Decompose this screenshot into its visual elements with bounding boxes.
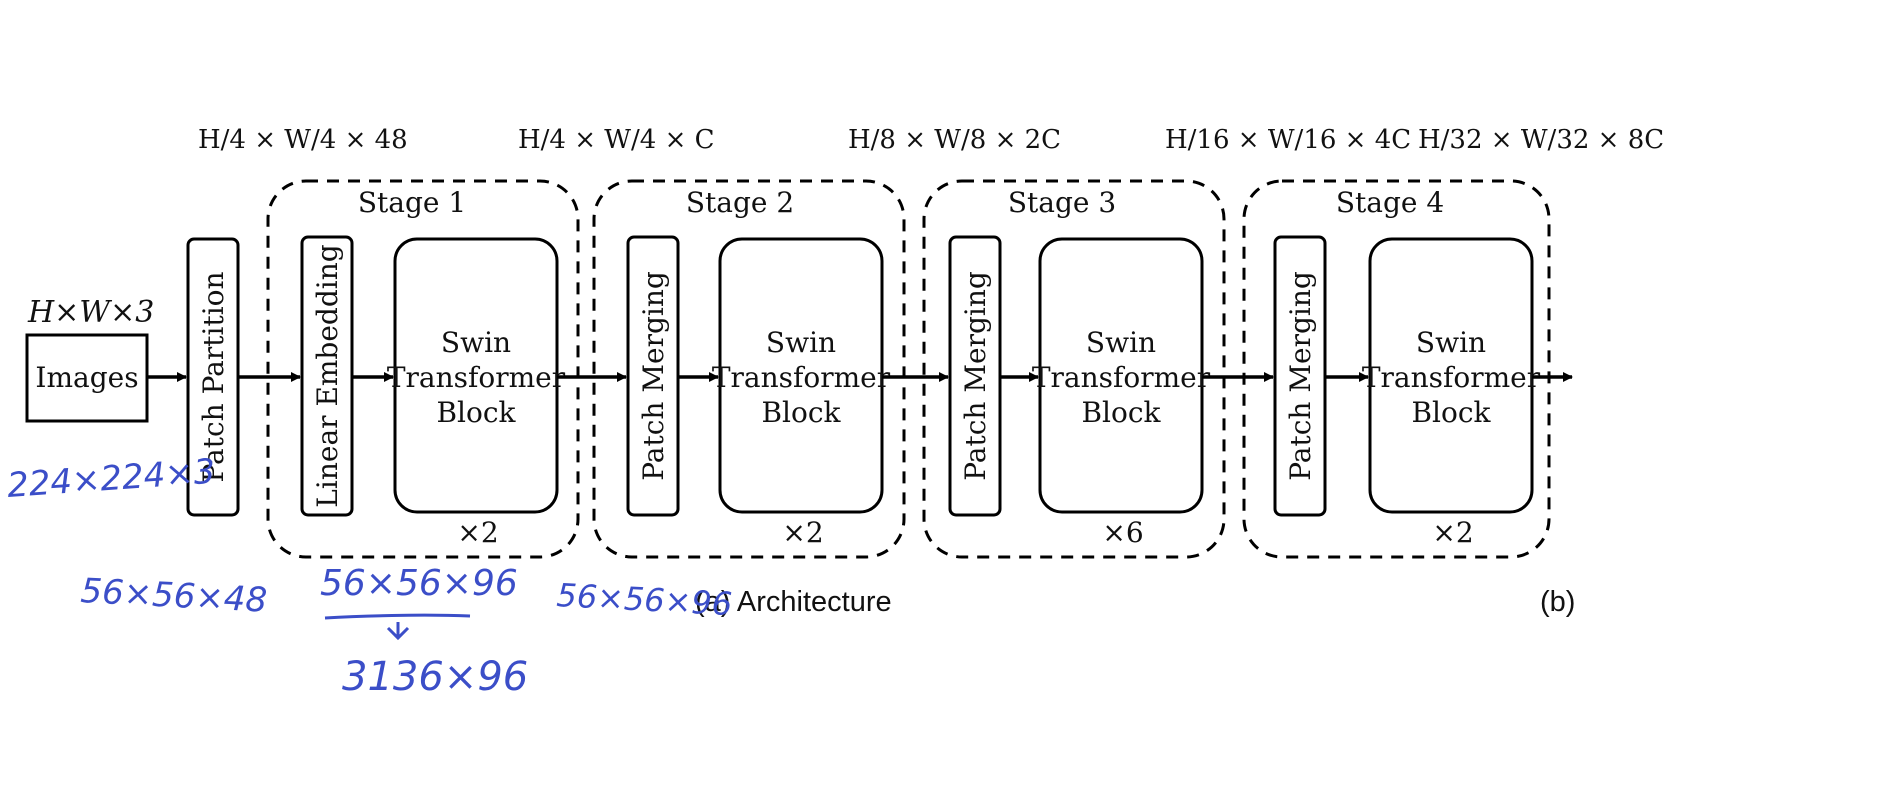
linear-embedding-label: Linear Embedding <box>311 244 344 507</box>
handwritten-input-size: 224×224×3 <box>6 452 217 506</box>
stage-3-title: Stage 3 <box>1008 186 1116 219</box>
handwritten-down-arrow <box>386 622 410 641</box>
images-box <box>25 333 149 423</box>
swin-block-2-line2: Transformer <box>712 361 891 394</box>
stage-4-title: Stage 4 <box>1336 186 1444 219</box>
patch-merging-2-label: Patch Merging <box>637 271 670 481</box>
handwritten-flattened: 3136×96 <box>342 654 528 700</box>
patch-partition-label: Patch Partition <box>197 271 230 482</box>
swin-block-4-line1: Swin <box>1416 326 1486 359</box>
swin-block-4-line3: Block <box>1411 396 1491 429</box>
patch-merging-4-label: Patch Merging <box>1284 271 1317 481</box>
handwritten-embed-size: 56×56×96 <box>320 563 518 604</box>
stage-2-title: Stage 2 <box>686 186 794 219</box>
handwritten-underline <box>324 613 471 620</box>
stage-4-repeat: ×2 <box>1432 516 1473 549</box>
swin-block-3-line2: Transformer <box>1032 361 1211 394</box>
swin-block-3-line1: Swin <box>1086 326 1156 359</box>
stage-3-repeat: ×6 <box>1102 516 1143 549</box>
dim-label-stage3: H/16 × W/16 × 4C <box>1165 125 1411 155</box>
dim-label-stage1: H/4 × W/4 × C <box>518 125 715 155</box>
images-label: Images <box>35 361 138 394</box>
stage-1-title: Stage 1 <box>358 186 466 219</box>
stage-4-frame <box>1242 179 1551 559</box>
swin-block-1-line2: Transformer <box>387 361 566 394</box>
handwritten-partition-size: 56×56×48 <box>80 571 269 621</box>
dim-label-stage4: H/32 × W/32 × 8C <box>1418 125 1664 155</box>
stage-1-repeat: ×2 <box>457 516 498 549</box>
swin-block-1-line1: Swin <box>441 326 511 359</box>
dim-label-partition: H/4 × W/4 × 48 <box>198 125 408 155</box>
caption-architecture: (a) Architecture <box>695 586 892 618</box>
stage-1-frame <box>266 179 580 559</box>
stage-2-frame <box>592 179 906 559</box>
caption-b: (b) <box>1540 586 1575 618</box>
swin-block-2-line1: Swin <box>766 326 836 359</box>
swin-block-2-line3: Block <box>761 396 841 429</box>
swin-block-1-line3: Block <box>436 396 516 429</box>
stage-3-frame <box>922 179 1226 559</box>
handwritten-stage1-size: 56×56×96 <box>556 576 734 623</box>
stage-2-repeat: ×2 <box>782 516 823 549</box>
input-dims: H×W×3 <box>27 295 154 330</box>
swin-block-4-line2: Transformer <box>1362 361 1541 394</box>
dim-label-stage2: H/8 × W/8 × 2C <box>848 125 1061 155</box>
patch-merging-3-label: Patch Merging <box>959 271 992 481</box>
swin-block-3-line3: Block <box>1081 396 1161 429</box>
